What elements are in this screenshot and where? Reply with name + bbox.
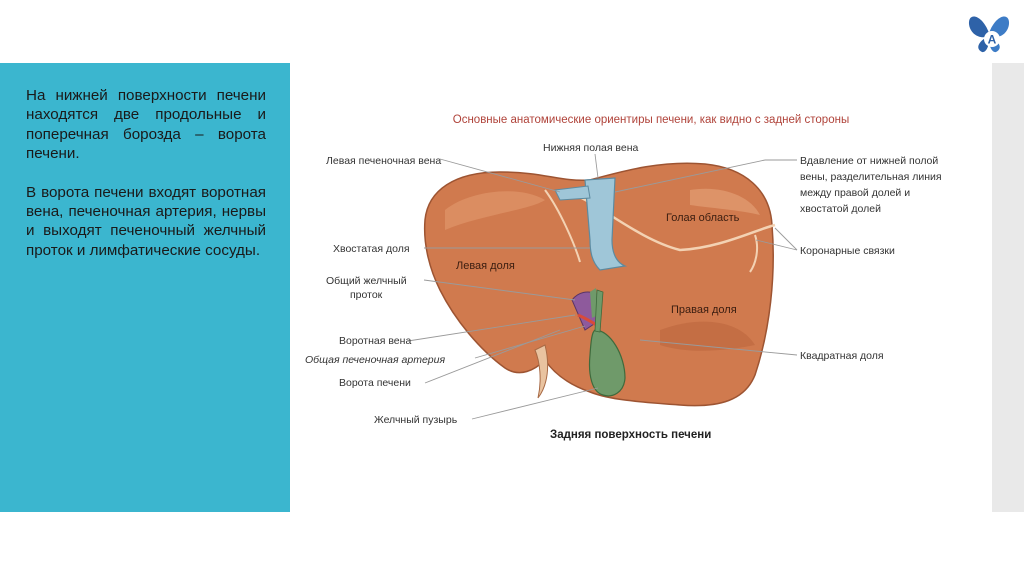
label-coronary-ligaments: Коронарные связки: [800, 245, 895, 257]
diagram-caption: Задняя поверхность печени: [550, 429, 711, 441]
diagram-title: Основные анатомические ориентиры печени,…: [453, 114, 849, 126]
text-panel: [0, 63, 290, 512]
label-right-lobe: Правая доля: [671, 304, 737, 316]
inferior-vena-cava: [584, 177, 628, 271]
paragraph-grooves: На нижней поверхности печени находятся д…: [26, 87, 266, 163]
label-caudate-lobe: Хвостатая доля: [333, 243, 410, 255]
label-ivc: Нижняя полая вена: [543, 142, 639, 154]
label-ivc-impression-1: Вдавление от нижней полой: [800, 155, 938, 167]
label-ivc-impression-3: между правой долей и: [800, 187, 910, 199]
label-porta-hepatis: Ворота печени: [339, 377, 411, 389]
label-quadrate-lobe: Квадратная доля: [800, 350, 884, 362]
label-ivc-impression-2: вены, разделительная линия: [800, 171, 942, 183]
label-left-lobe: Левая доля: [456, 260, 515, 272]
paragraph-porta-hepatis: В ворота печени входят воротная вена, пе…: [26, 183, 266, 259]
label-ivc-impression-4: хвостатой долей: [800, 203, 881, 215]
label-common-bile-duct-2: проток: [350, 289, 383, 301]
label-common-bile-duct: Общий желчный: [326, 275, 407, 287]
liver-illustration: Основные анатомические ориентиры печени,…: [305, 114, 942, 441]
liver-diagram: Основные анатомические ориентиры печени,…: [300, 100, 980, 460]
label-gallbladder: Желчный пузырь: [374, 414, 458, 426]
left-hepatic-vein-vessel: [554, 185, 591, 201]
right-scroll-strip: [992, 63, 1024, 512]
label-left-hepatic-vein: Левая печеночная вена: [326, 155, 441, 167]
label-bare-area: Голая область: [666, 212, 740, 224]
label-common-hepatic-artery: Общая печеночная артерия: [305, 354, 445, 366]
description-text: На нижней поверхности печени находятся д…: [26, 86, 266, 279]
brand-logo: A: [964, 6, 1014, 56]
logo-letter: A: [988, 33, 997, 47]
gallbladder-shape: [588, 329, 626, 397]
butterfly-logo-icon: A: [968, 16, 1010, 53]
label-portal-vein: Воротная вена: [339, 335, 411, 347]
